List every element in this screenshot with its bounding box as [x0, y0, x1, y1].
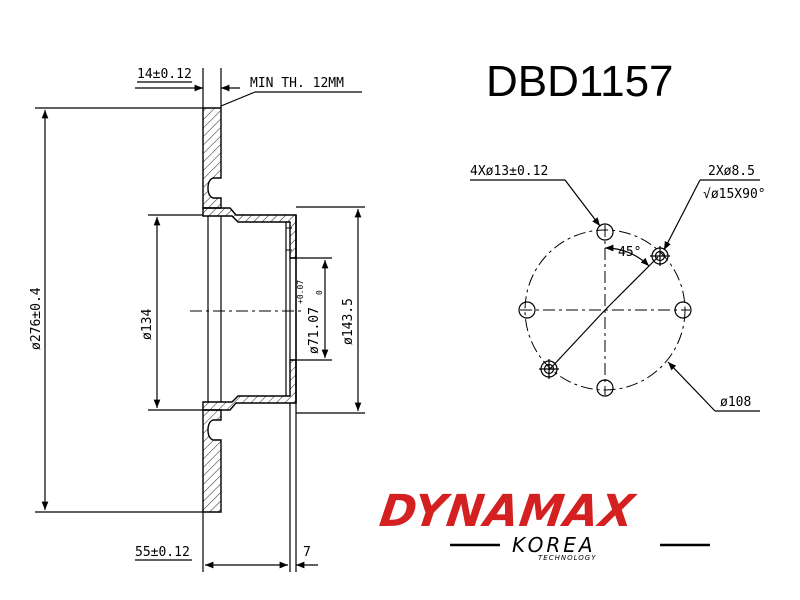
- screw-hole-upper: [650, 246, 670, 266]
- bolt-holes-label: 4Xø13±0.12: [470, 164, 548, 179]
- center-bore-tol-upper: +0.07: [296, 280, 305, 304]
- pcd-label: ø108: [720, 395, 751, 410]
- hub-diameter-label: ø143.5: [341, 298, 356, 345]
- dynamax-logo: DYNAMAX KOREA TECHNOLOGY: [377, 486, 710, 562]
- part-number: DBD1157: [486, 57, 674, 106]
- bolt-hole-top: [596, 223, 614, 241]
- brand-tagline: TECHNOLOGY: [538, 554, 597, 562]
- brand-sub: KOREA: [512, 533, 596, 557]
- bolt-hole-right: [674, 301, 692, 319]
- disc-section: [190, 107, 305, 513]
- bolt-hole-bottom: [596, 379, 614, 397]
- offset-dim-label: 7: [303, 545, 311, 560]
- height-dim-label: 55±0.12: [135, 545, 190, 560]
- center-bore-tol-lower: 0: [315, 290, 324, 295]
- upper-friction-ring: [202, 107, 222, 209]
- lower-friction-ring: [202, 409, 222, 513]
- countersink-label: √ø15X90°: [703, 187, 766, 202]
- section-dimensions: 14±0.12 MIN TH. 12MM ø276±0.4 ø134 ø71.0…: [29, 67, 365, 572]
- center-bore-label: ø71.07: [307, 307, 322, 354]
- min-thickness-label: MIN TH. 12MM: [250, 76, 344, 91]
- bolt-hole-left: [518, 301, 536, 319]
- screw-hole-lower: [539, 359, 559, 379]
- outer-diameter-label: ø276±0.4: [29, 287, 44, 350]
- angle-label: 45°: [618, 245, 641, 260]
- lower-hat-wall: [202, 359, 297, 411]
- brand-wordmark: DYNAMAX: [377, 486, 640, 537]
- hat-diameter-label: ø134: [140, 309, 155, 340]
- upper-hat-wall: [202, 207, 297, 259]
- screw-holes-label: 2Xø8.5: [708, 164, 755, 179]
- bolt-pattern-view: 45° 4Xø13±0.12 2Xø8.5 √ø15X90° ø108: [470, 164, 766, 412]
- thickness-dim-label: 14±0.12: [137, 67, 192, 82]
